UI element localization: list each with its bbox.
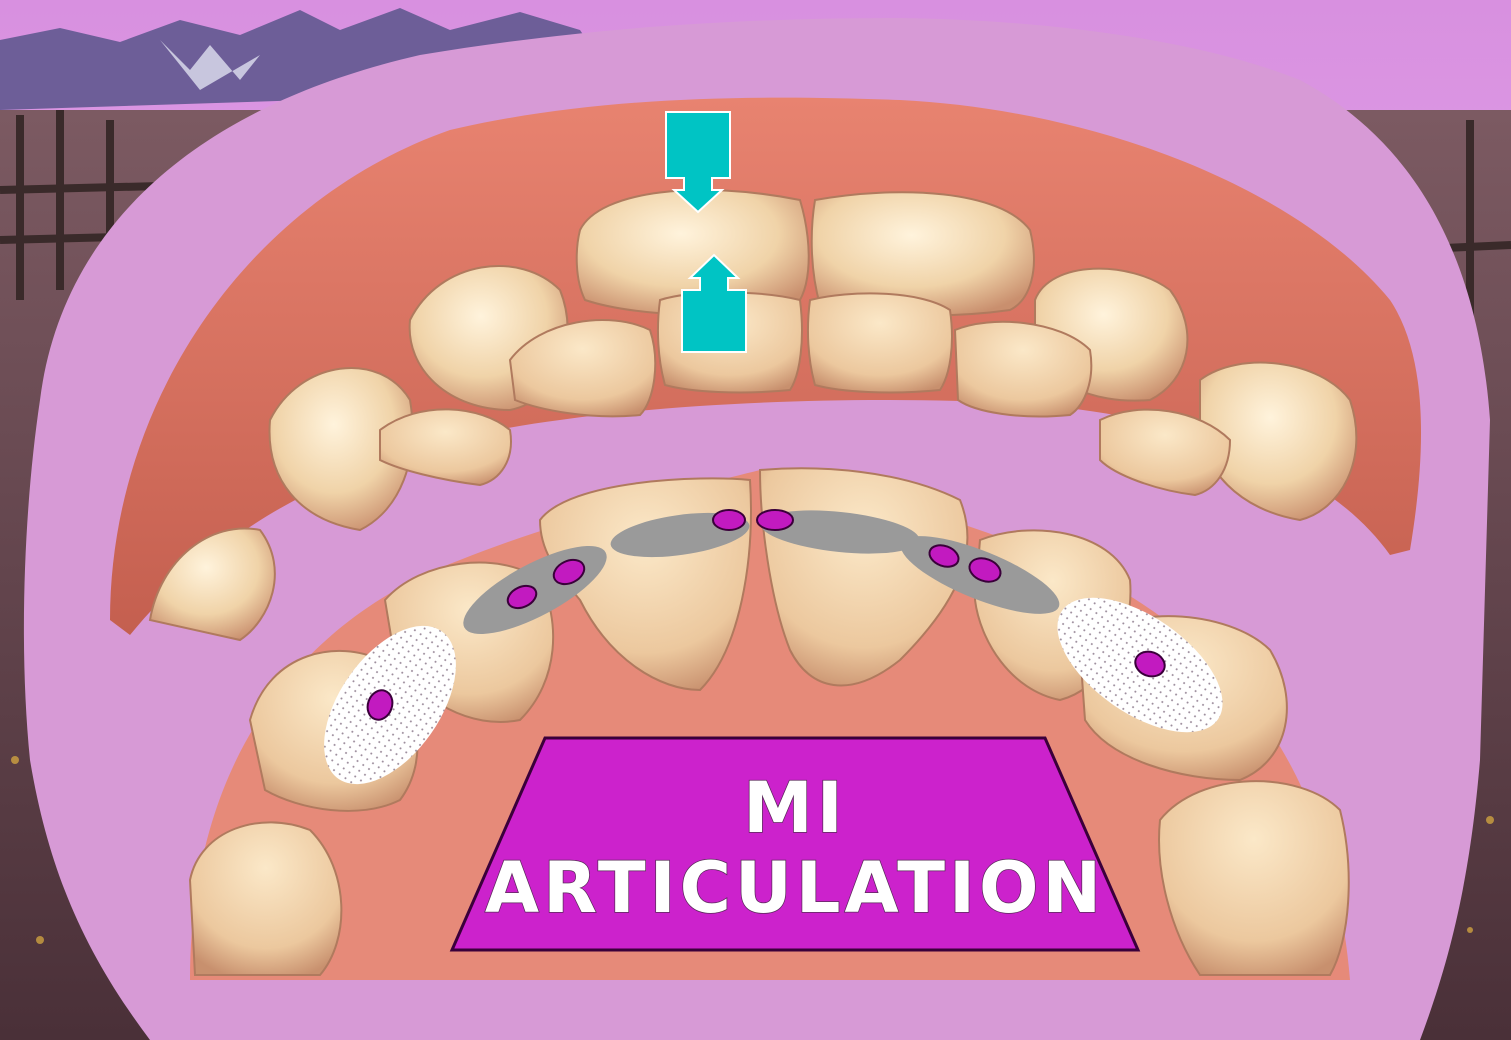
banner-title-line2: ARTICULATION bbox=[485, 847, 1105, 929]
banner-title-line1: MI bbox=[743, 767, 847, 849]
mi-articulation-banner: MI ARTICULATION bbox=[452, 738, 1138, 950]
contact-point bbox=[757, 510, 793, 530]
contact-point bbox=[713, 510, 745, 530]
